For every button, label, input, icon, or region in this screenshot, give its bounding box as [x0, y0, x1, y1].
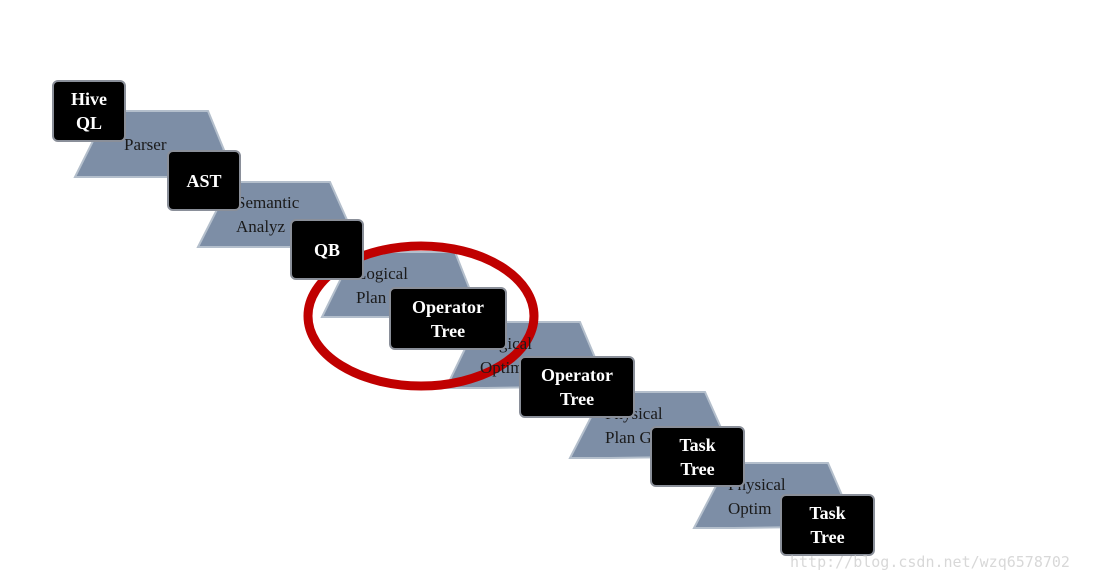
- node-ast: AST: [167, 150, 241, 211]
- node-operator-tree-2: Operator Tree: [519, 356, 635, 418]
- node-qb: QB: [290, 219, 364, 280]
- node-operator-tree-1: Operator Tree: [389, 287, 507, 350]
- node-hive-ql: Hive QL: [52, 80, 126, 142]
- node-task-tree-1: Task Tree: [650, 426, 745, 487]
- watermark-url: http://blog.csdn.net/wzq6578702: [790, 553, 1070, 571]
- stage-label-logical-plan: Logical Plan: [356, 264, 408, 307]
- stage-label-semantic-analyzer: Semantic Analyz: [236, 193, 300, 236]
- stage-label-parser: Parser: [124, 135, 167, 154]
- node-task-tree-2: Task Tree: [780, 494, 875, 556]
- highlight-ellipse: [303, 241, 539, 391]
